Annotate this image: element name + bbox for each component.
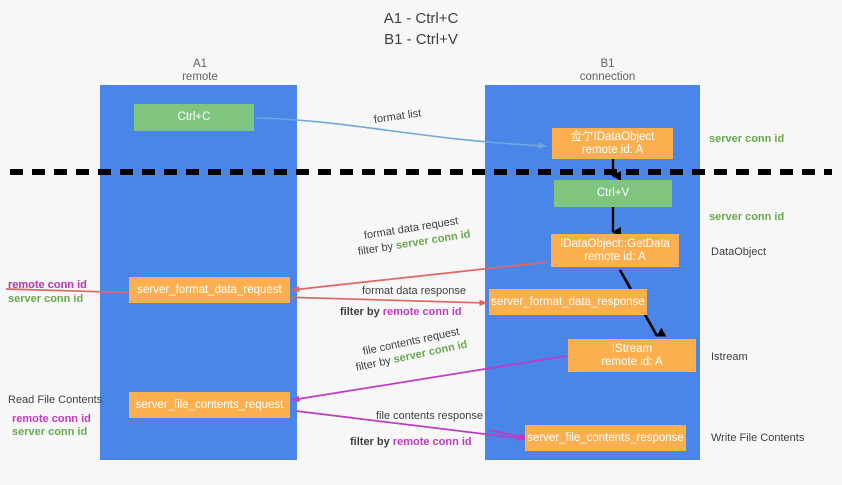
left-read-file-contents: Read File Contents: [8, 394, 103, 406]
title-line-2: B1 - Ctrl+V: [384, 31, 458, 48]
edge-label-format-data-response-filter: filter by remote conn id: [340, 305, 462, 319]
lane-header-a1: A1 remote: [140, 58, 260, 84]
edge-label-file-contents-response: file contents response: [376, 410, 484, 422]
box-istream-line1: IStream: [611, 342, 653, 355]
box-server-file-contents-response-label: server_file_contents_response: [527, 431, 684, 444]
box-server-format-data-request-label: server_format_data_request: [137, 283, 282, 296]
edge-file-contents-response: [295, 410, 526, 442]
right-server-conn-id-top: server conn id: [709, 133, 785, 145]
lane-b1-sub: connection: [579, 71, 636, 83]
left-remote-conn-id-2: remote conn id: [12, 413, 91, 425]
left-annotation-remote-conn-id: remote conn id: [8, 279, 87, 291]
box-ctrl-v-label: Ctrl+V: [596, 187, 630, 199]
right-server-conn-id-mid: server conn id: [709, 211, 785, 223]
format-data-response-filter-prefix: filter by: [340, 306, 383, 318]
box-getdata-line1: IDataObject::GetData: [560, 237, 670, 250]
format-data-response-filter-value: remote conn id: [382, 306, 462, 318]
edge-file-contents-response-stub: [488, 429, 528, 440]
diagram-title: A1 - Ctrl+C B1 - Ctrl+V: [0, 8, 842, 50]
box-ctrl-v[interactable]: Ctrl+V: [554, 180, 672, 207]
box-getdata-line2: remote id: A: [584, 250, 646, 263]
box-istream-line2: remote id: A: [601, 355, 663, 368]
lane-a1-sub: remote: [182, 71, 218, 83]
edge-label-file-contents-response-filter: filter by remote conn id: [350, 435, 472, 449]
lane-b1-name: B1: [600, 58, 615, 70]
edge-file-contents-request: [291, 355, 567, 402]
left-server-conn-id: server conn id: [8, 293, 84, 305]
edge-label-format-data-response: format data response: [362, 285, 466, 297]
box-idataobject-line2: remote id: A: [581, 143, 644, 156]
box-idataobject[interactable]: 佥亇IDataObject remote id: A: [552, 128, 673, 159]
right-istream: Istream: [711, 351, 748, 363]
box-idataobject-line1: 佥亇IDataObject: [570, 130, 655, 143]
box-server-format-data-response-label: server_format_data_response: [491, 295, 645, 308]
box-server-format-data-response[interactable]: server_format_data_response: [489, 289, 647, 315]
box-ctrl-c[interactable]: Ctrl+C: [134, 104, 254, 131]
lane-a1-name: A1: [192, 58, 208, 70]
box-getdata[interactable]: IDataObject::GetData remote id: A: [551, 234, 679, 267]
title-line-1: A1 - Ctrl+C: [383, 10, 459, 27]
box-ctrl-c-label: Ctrl+C: [177, 111, 211, 123]
right-write-file-contents: Write File Contents: [711, 432, 805, 444]
box-server-format-data-request[interactable]: server_format_data_request: [129, 277, 290, 303]
edge-format-data-request: [291, 261, 549, 293]
box-server-file-contents-request[interactable]: server_file_contents_request: [129, 392, 290, 418]
lane-header-b1: B1 connection: [545, 58, 670, 84]
box-server-file-contents-request-label: server_file_contents_request: [135, 398, 284, 411]
edge-format-list: [255, 117, 547, 149]
left-remote-conn-id: remote conn id: [8, 279, 87, 291]
box-istream[interactable]: IStream remote id: A: [568, 339, 696, 372]
left-server-conn-id-2: server conn id: [12, 426, 88, 438]
right-data-object: DataObject: [711, 246, 767, 258]
file-contents-response-filter-value: remote conn id: [392, 436, 472, 448]
file-contents-response-filter-prefix: filter by: [350, 436, 393, 448]
box-server-file-contents-response[interactable]: server_file_contents_response: [525, 425, 686, 451]
